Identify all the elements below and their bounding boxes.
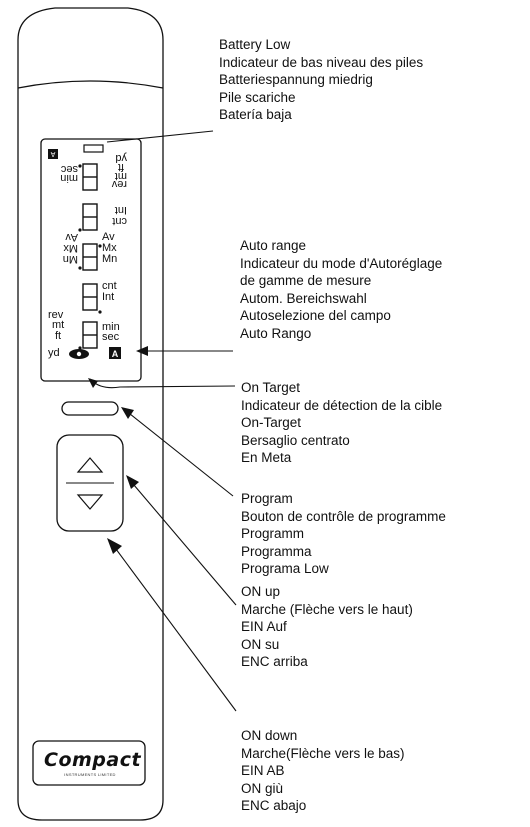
program-callout: Program Bouton de contrôle de programme … xyxy=(241,490,446,578)
battery-label-es: Batería baja xyxy=(219,107,292,123)
unit-label-sec-top: sec xyxy=(60,163,78,175)
program-leader xyxy=(124,409,234,497)
unit-label-rev-top: rev xyxy=(111,178,127,190)
leader-arrowheads xyxy=(88,346,148,554)
on-up-label-de: EIN Auf xyxy=(241,619,287,635)
on-down-callout: ON down Marche(Flèche vers le bas) EIN A… xyxy=(241,727,405,815)
cap-seam xyxy=(17,80,164,89)
unit-label-mt-top: mt xyxy=(115,170,127,182)
auto-range-arrowhead xyxy=(136,346,148,356)
battery-callout: Battery Low Indicateur de bas niveau des… xyxy=(219,36,423,124)
unit-label-sec: sec xyxy=(102,331,120,343)
auto-range-label-de: Autom. Bereichswahl xyxy=(240,290,367,306)
on-up-label-en: ON up xyxy=(241,584,281,599)
auto-range-icon-top xyxy=(48,149,58,159)
program-arrowhead xyxy=(121,407,134,419)
auto-range-letter-top: A xyxy=(50,150,55,157)
on-down-leader xyxy=(112,544,237,712)
auto-range-letter: A xyxy=(112,349,119,359)
unit-label-min: min xyxy=(102,321,120,333)
battery-label-it: Pile scariche xyxy=(219,89,296,105)
unit-label-ft-top: ft xyxy=(118,161,124,173)
brand-name: Compact xyxy=(44,749,142,771)
mode-label-av-inverted: Av xyxy=(65,231,78,243)
up-arrow-button[interactable] xyxy=(76,457,104,473)
on-target-eye-icon xyxy=(69,349,89,359)
on-target-label-de: On-Target xyxy=(241,415,302,431)
on-down-label-fr: Marche(Flèche vers le bas) xyxy=(241,745,405,761)
unit-label-min-top: min xyxy=(60,172,78,184)
mode-label-av: Av xyxy=(102,231,115,243)
program-label-en: Program xyxy=(241,491,293,506)
unit-label-yd: yd xyxy=(48,347,60,359)
on-target-label-it: Bersaglio centrato xyxy=(241,432,350,448)
mode-label-mx-inverted: Mx xyxy=(63,242,78,254)
program-label-fr: Bouton de contrôle de programme xyxy=(241,508,446,524)
on-up-callout: ON up Marche (Flèche vers le haut) EIN A… xyxy=(241,583,413,671)
label-cnt-top: cnt xyxy=(112,215,127,227)
mode-label-mn: Mn xyxy=(102,253,117,265)
unit-label-mt: mt xyxy=(52,319,64,331)
on-up-label-it: ON su xyxy=(241,636,280,652)
unit-label-ft: ft xyxy=(55,330,61,342)
label-int-top: Int xyxy=(115,204,127,216)
unit-label-rev: rev xyxy=(48,309,64,321)
battery-label-de: Batteriespannung miedrig xyxy=(219,72,373,88)
brand-plate xyxy=(32,740,146,786)
on-target-window xyxy=(61,401,119,416)
on-down-label-en: ON down xyxy=(241,728,298,743)
auto-range-label-it: Autoselezione del campo xyxy=(240,308,391,324)
auto-range-callout: Auto range Indicateur du mode d'Autorégl… xyxy=(240,237,442,343)
on-down-label-es: ENC abajo xyxy=(241,798,307,814)
down-arrow-button[interactable] xyxy=(76,494,104,510)
on-target-label-fr: Indicateur de détection de la cible xyxy=(241,397,443,413)
mode-label-mn-inverted: Mn xyxy=(63,253,78,265)
lcd-upper-labels: yd ft mt rev min sec Int cnt xyxy=(60,152,127,227)
auto-range-label-fr-2: de gamme de mesure xyxy=(240,273,372,289)
brand-subtitle: INSTRUMENTS LIMITED xyxy=(64,772,116,777)
on-up-arrowhead xyxy=(126,475,139,489)
lcd-decimal-points xyxy=(78,164,102,350)
on-down-arrowhead xyxy=(107,538,122,554)
on-target-callout: On Target Indicateur de détection de la … xyxy=(241,379,442,467)
auto-range-label-en: Auto range xyxy=(240,238,307,253)
lcd-digits xyxy=(82,163,98,349)
on-up-leader xyxy=(127,477,237,606)
program-label-de: Programm xyxy=(241,526,305,542)
on-up-label-fr: Marche (Flèche vers le haut) xyxy=(241,601,413,617)
on-target-label-en: On Target xyxy=(241,380,301,395)
unit-label-yd-top: yd xyxy=(115,152,127,164)
battery-label-en: Battery Low xyxy=(219,37,291,52)
on-up-label-es: ENC arriba xyxy=(241,654,308,670)
auto-range-icon xyxy=(109,347,121,359)
label-cnt-lower: cnt xyxy=(102,280,117,292)
battery-low-indicator xyxy=(83,144,104,153)
on-target-label-es: En Meta xyxy=(241,450,292,466)
battery-label-fr: Indicateur de bas niveau des piles xyxy=(219,54,424,70)
mode-label-mx: Mx xyxy=(102,242,117,254)
auto-range-label-es: Auto Rango xyxy=(240,325,312,341)
auto-range-label-fr-1: Indicateur du mode d'Autoréglage xyxy=(240,255,443,271)
battery-leader xyxy=(106,130,214,143)
on-down-label-it: ON giù xyxy=(241,780,284,796)
program-label-es: Programa Low xyxy=(241,561,329,577)
on-target-arrowhead xyxy=(88,378,98,388)
program-label-it: Programma xyxy=(241,543,312,559)
on-down-label-de: EIN AB xyxy=(241,763,285,779)
label-int-lower: Int xyxy=(102,291,114,303)
